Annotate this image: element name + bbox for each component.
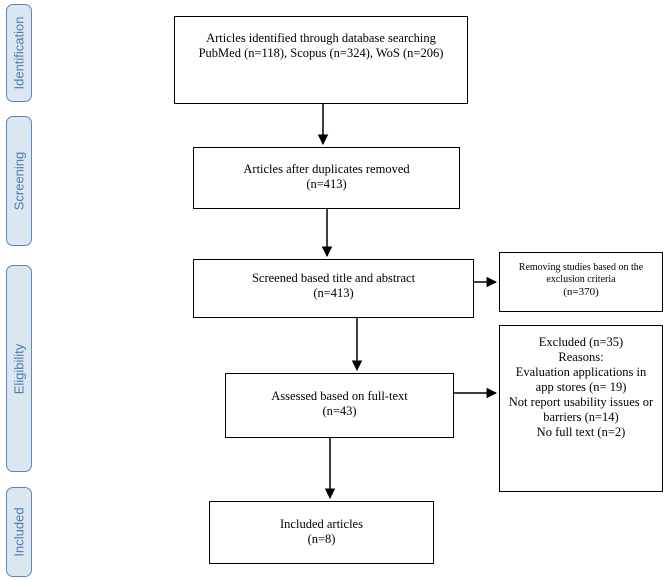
stage-screening: Screening [6, 116, 32, 246]
box-removed-exclusion: Removing studies based on the exclusion … [499, 252, 663, 312]
duplicates-title: Articles after duplicates removed [243, 162, 410, 176]
excluded-reason-usability-count: barriers (n=14) [543, 410, 619, 424]
box-included: Included articles (n=8) [209, 501, 434, 564]
removed-count: (n=370) [563, 286, 599, 298]
excluded-reason-no-fulltext: No full text (n=2) [536, 425, 626, 439]
screened-title: Screened based title and abstract [251, 271, 416, 285]
excluded-reason-usability: Not report usability issues or [508, 395, 654, 409]
box-assessed: Assessed based on full-text (n=43) [225, 373, 454, 438]
excluded-reason-app-stores: Evaluation applications in [515, 365, 647, 379]
duplicates-count: (n=413) [306, 177, 347, 191]
excluded-title: Excluded (n=35) [538, 335, 624, 349]
box-screened: Screened based title and abstract (n=413… [193, 259, 474, 318]
identified-sources: PubMed (n=118), Scopus (n=324), WoS (n=2… [198, 46, 444, 60]
box-excluded: Excluded (n=35) Reasons: Evaluation appl… [499, 325, 663, 492]
assessed-title: Assessed based on full-text [271, 389, 408, 403]
box-duplicates-removed: Articles after duplicates removed (n=413… [193, 147, 460, 209]
stage-included: Included [6, 487, 32, 577]
stage-identification: Identification [6, 4, 32, 102]
excluded-reason-app-stores-count: app stores (n= 19) [535, 380, 627, 394]
removed-line2: exclusion criteria [546, 274, 616, 285]
removed-line1: Removing studies based on the [518, 262, 644, 273]
stage-eligibility: Eligibility [6, 265, 32, 472]
identified-title: Articles identified through database sea… [206, 31, 436, 45]
included-title: Included articles [280, 517, 363, 531]
box-identified: Articles identified through database sea… [174, 16, 468, 104]
excluded-reasons-label: Reasons: [558, 350, 604, 364]
screened-count: (n=413) [313, 286, 354, 300]
assessed-count: (n=43) [322, 404, 357, 418]
included-count: (n=8) [307, 532, 336, 546]
